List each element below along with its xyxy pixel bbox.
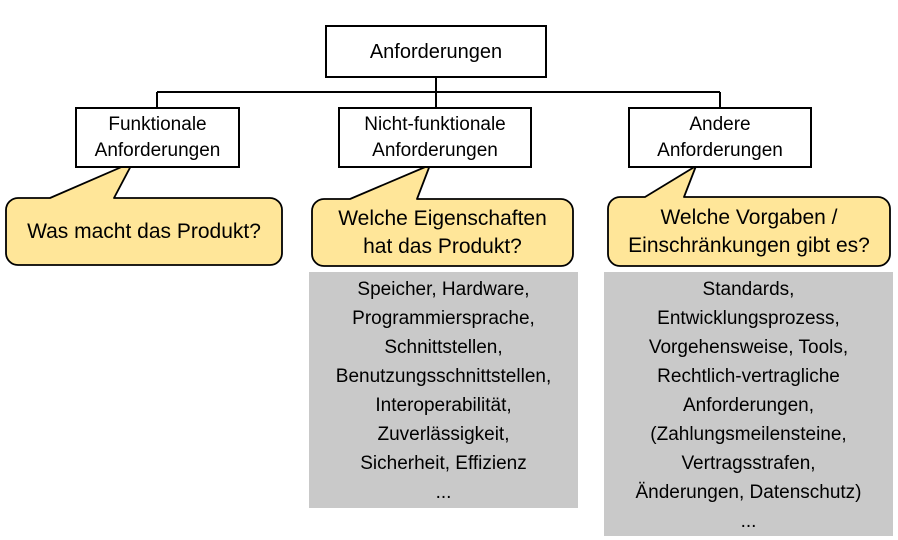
node-nicht-funktionale-anforderungen: Nicht-funktionale Anforderungen xyxy=(338,107,532,168)
node-andere-anforderungen: Andere Anforderungen xyxy=(628,107,812,168)
speech-bubble-nonfunctional xyxy=(311,164,574,267)
node-funktionale-anforderungen: Funktionale Anforderungen xyxy=(75,107,240,168)
question-other: Welche Vorgaben / Einschränkungen gibt e… xyxy=(628,205,870,257)
speech-bubble-other xyxy=(607,165,891,267)
tree-connector-lines xyxy=(156,78,721,107)
examples-other: Standards, Entwicklungsprozess, Vorgehen… xyxy=(604,272,893,536)
node-anforderungen: Anforderungen xyxy=(325,25,547,78)
question-nonfunctional: Welche Eigenschaften hat das Produkt? xyxy=(338,206,547,258)
examples-nonfunctional: Speicher, Hardware, Programmiersprache, … xyxy=(309,272,578,508)
speech-bubble-functional xyxy=(5,161,283,266)
question-functional: Was macht das Produkt? xyxy=(27,219,261,243)
